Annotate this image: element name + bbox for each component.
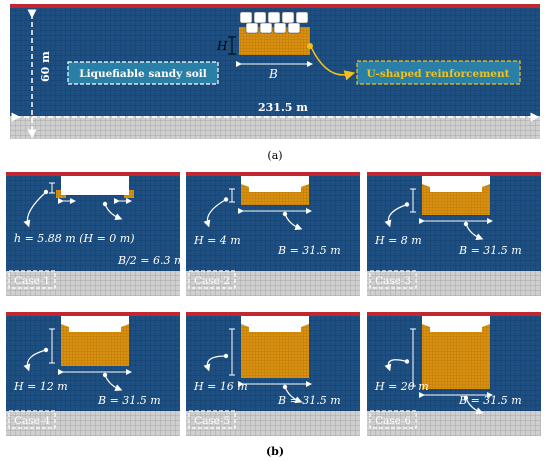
surface-layer [186,312,360,316]
excavation-void [61,176,129,195]
case-panel-4: H = 12 m B = 31.5 m Case-4 [6,312,180,436]
h-pointer-arrow [203,355,227,372]
width-label: 231.5 m [258,101,308,114]
bedrock-mesh [6,411,180,436]
depth-label: 60 m [39,51,52,82]
b-value-label: B = 31.5 m [277,394,341,407]
b-value-label: B = 31.5 m [458,394,522,407]
building-blocks-a [239,11,309,34]
surface-layer [6,172,180,176]
soil-label-box [67,61,219,85]
surface-layer [186,172,360,176]
h-pointer-arrow [384,359,408,372]
case-label: Case-1 [14,275,50,287]
b-pointer-arrow [284,213,303,231]
caption-a: (a) [267,149,282,162]
bedrock-mesh [367,411,541,436]
case-panel-1: h = 5.88 m (H = 0 m) B/2 = 6.3 m Case-1 [6,172,184,296]
surface-layer [367,172,541,176]
h-value-label: H = 8 m [374,234,422,247]
panel-b: h = 5.88 m (H = 0 m) B/2 = 6.3 m Case-1 H =… [6,172,541,436]
case-label-box [369,410,417,429]
bedrock-mesh [6,271,180,296]
excavation-void [241,316,309,332]
caption-b: (b) [266,445,284,458]
case-label: Case-3 [375,275,411,287]
h-pointer-arrow [23,191,47,228]
b-value-label: B = 31.5 m [277,244,341,257]
surface-layer-a [10,4,540,8]
excavation-void [61,316,129,332]
case-label-box [188,410,236,429]
b-value-label: B/2 = 6.3 m [117,254,184,267]
h-pointer-arrow [23,349,47,372]
b-pointer-arrow [104,374,123,392]
b-dimension-a: B [236,61,313,81]
h-pointer-arrow [384,203,408,228]
h-symbol-a: H [216,39,228,53]
case-label-box [8,410,56,429]
case-panel-5: H = 16 m B = 31.5 m Case-5 [186,312,360,436]
case-panel-3: H = 8 m B = 31.5 m Case-3 [367,172,541,296]
panel-a: H B 60 m 231.5 m Liquefiable sandy soil … [10,4,540,162]
b-pointer-arrow [104,203,123,221]
b-value-label: B = 31.5 m [97,394,161,407]
surface-layer [367,312,541,316]
bedrock-mesh [186,271,360,296]
case-label: Case-2 [194,275,230,287]
b-value-label: B = 31.5 m [458,244,522,257]
excavation-void [241,176,309,192]
case-label-box [8,270,56,289]
case-panel-6: H = 20 m B = 31.5 m Case-6 [367,312,541,436]
bedrock-mesh [186,411,360,436]
case-panel-2: H = 4 m B = 31.5 m Case-2 [186,172,360,296]
h-value-label: H = 16 m [193,380,248,393]
h-value-label: H = 20 m [374,380,429,393]
reinforcement-label-box [356,60,521,85]
excavation-void [422,316,490,332]
soil-label: Liquefiable sandy soil [79,68,206,80]
h-value-label: H = 12 m [13,380,68,393]
h-value-label: H = 4 m [193,234,241,247]
h-value-label: h = 5.88 m (H = 0 m) [14,232,135,245]
b-pointer-arrow [465,223,484,241]
b-symbol-a: B [268,67,278,81]
b-pointer-arrow [284,386,303,404]
bedrock-mesh [367,271,541,296]
h-dimension-a: H [216,36,236,55]
reinforcement-label: U-shaped reinforcement [367,68,510,80]
b-pointer-arrow [465,397,484,415]
surface-layer [6,312,180,316]
excavation-void [422,176,490,192]
h-pointer-arrow [203,198,227,228]
case-label: Case-6 [375,415,411,427]
case-label-box [369,270,417,289]
case-label: Case-5 [194,415,230,427]
case-label: Case-4 [14,415,50,427]
bedrock-mesh-a [10,116,540,139]
reinforcement-pointer-arrow [310,46,356,81]
case-label-box [188,270,236,289]
